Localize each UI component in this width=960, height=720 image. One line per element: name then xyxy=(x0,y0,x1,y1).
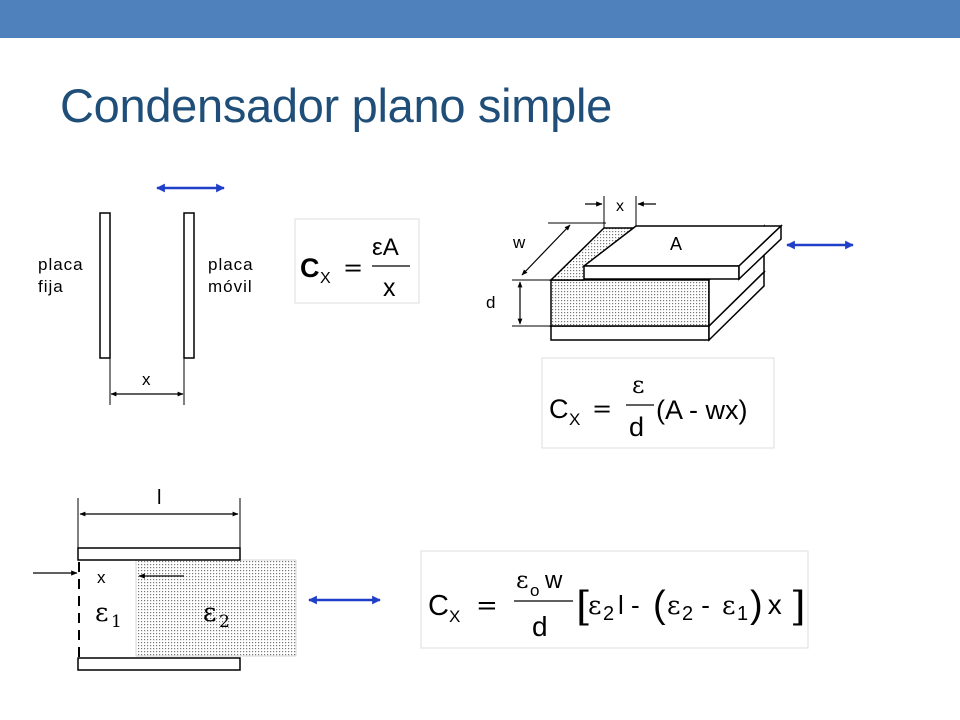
eq3-lhs-sub: X xyxy=(449,607,460,626)
equation-3: C X = ε o w d [ ε 2 l - ( ε 2 - ε 1 ) x … xyxy=(420,550,809,649)
fig3-eps2-sub: 2 xyxy=(219,612,230,632)
eq1-denominator: x xyxy=(383,274,396,302)
page-title: Condensador plano simple xyxy=(60,79,612,132)
eq1-lhs-sub: X xyxy=(320,270,331,287)
dielectric-front xyxy=(550,279,710,327)
fig3-bottom-plate xyxy=(77,657,241,671)
eq2-lhs: C xyxy=(549,394,569,424)
fig3-eps1-sub: 1 xyxy=(111,612,122,632)
eq3-term-eps2: ε xyxy=(588,591,601,621)
eq3-num-eps: ε xyxy=(516,566,528,594)
equation-3-box xyxy=(420,550,809,649)
eq1-eq-sign: = xyxy=(343,254,363,282)
bottom-plate-front xyxy=(550,325,710,341)
eq2-denominator: d xyxy=(629,412,644,442)
fig2-x-label: x xyxy=(616,198,624,215)
fig3-two-dielectrics: l x ε 1 ε 2 xyxy=(33,487,381,671)
fig3-eps1: ε xyxy=(95,598,108,628)
equation-1: C X = εA x xyxy=(294,218,420,304)
eq3-term-eps2b: ε xyxy=(667,591,680,621)
eq2-numerator: ε xyxy=(632,371,644,399)
w-dimension-arrow xyxy=(521,224,571,276)
fig3-length-label: l xyxy=(157,487,161,509)
eq3-denominator: d xyxy=(532,611,548,642)
eq3-term-eps1-sub: 1 xyxy=(737,603,748,625)
movable-plate xyxy=(183,212,195,359)
fig3-eps2: ε xyxy=(203,598,216,628)
top-accent-bar xyxy=(0,0,960,38)
fixed-plate-label-2: fija xyxy=(38,277,64,296)
eq3-open-bracket: [ xyxy=(576,584,592,630)
eq3-term-x: x xyxy=(760,589,782,620)
eq2-eq-sign: = xyxy=(592,395,612,423)
fig1-parallel-plates: placa fija placa móvil x xyxy=(38,183,254,405)
fig2-sliding-plate-capacitor: x w A d xyxy=(486,196,854,342)
eq3-num-w: w xyxy=(544,567,563,594)
eq3-term-eps2-sub: 2 xyxy=(603,603,614,625)
fig3-x-label: x xyxy=(97,568,106,587)
fig3-top-plate xyxy=(77,547,241,561)
eq2-lhs-sub: X xyxy=(569,410,580,429)
movable-plate-label-1: placa xyxy=(208,255,254,274)
eq3-eq-sign: = xyxy=(476,591,498,621)
eq1-lhs: C xyxy=(300,253,320,283)
equation-1-box xyxy=(294,218,420,304)
eq3-term-minus: - xyxy=(694,590,717,620)
equation-2: C X = ε d (A - wx) xyxy=(541,357,775,449)
eq3-close-bracket: ] xyxy=(790,584,806,630)
eq2-bracket-term: (A - wx) xyxy=(656,395,748,425)
eq3-paren-close: ) xyxy=(750,584,763,626)
fig2-w-label: w xyxy=(512,233,526,252)
eq3-num-sub: o xyxy=(530,581,539,600)
equation-2-box xyxy=(541,357,775,449)
eq3-lhs: C xyxy=(428,590,449,622)
fixed-plate xyxy=(99,212,111,359)
eq3-term-eps1: ε xyxy=(722,591,735,621)
fig2-d-label: d xyxy=(486,293,495,312)
top-plate-side xyxy=(738,224,782,281)
fixed-plate-label-1: placa xyxy=(38,255,84,274)
movable-plate-label-2: móvil xyxy=(208,277,253,296)
eq3-term-l: l - xyxy=(618,590,647,620)
eq3-term-eps2b-sub: 2 xyxy=(682,603,693,625)
eq3-paren-open: ( xyxy=(653,584,666,626)
eq1-numerator: εA xyxy=(372,234,399,261)
fig2-area-label: A xyxy=(670,234,682,254)
gap-label: x xyxy=(142,370,151,389)
top-plate-front xyxy=(583,265,740,280)
